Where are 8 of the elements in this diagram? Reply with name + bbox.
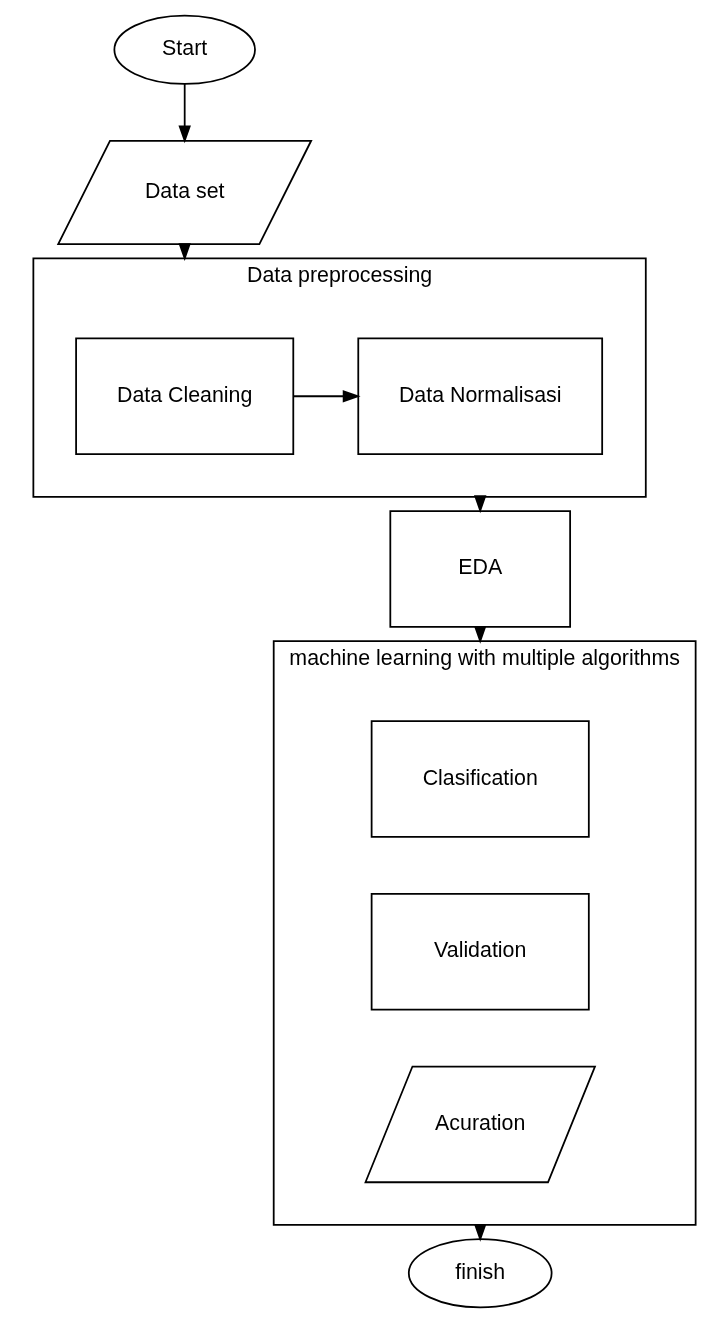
node-box: Clasification — [370, 720, 590, 838]
node-ellipse: finish — [407, 1238, 552, 1309]
node-box: Validation — [370, 892, 590, 1011]
node-box: Data Normalisasi — [356, 337, 603, 455]
node-box: Data Cleaning — [74, 337, 294, 455]
arrow — [177, 82, 191, 144]
node-ellipse: Start — [113, 14, 256, 85]
arrow — [292, 390, 361, 403]
